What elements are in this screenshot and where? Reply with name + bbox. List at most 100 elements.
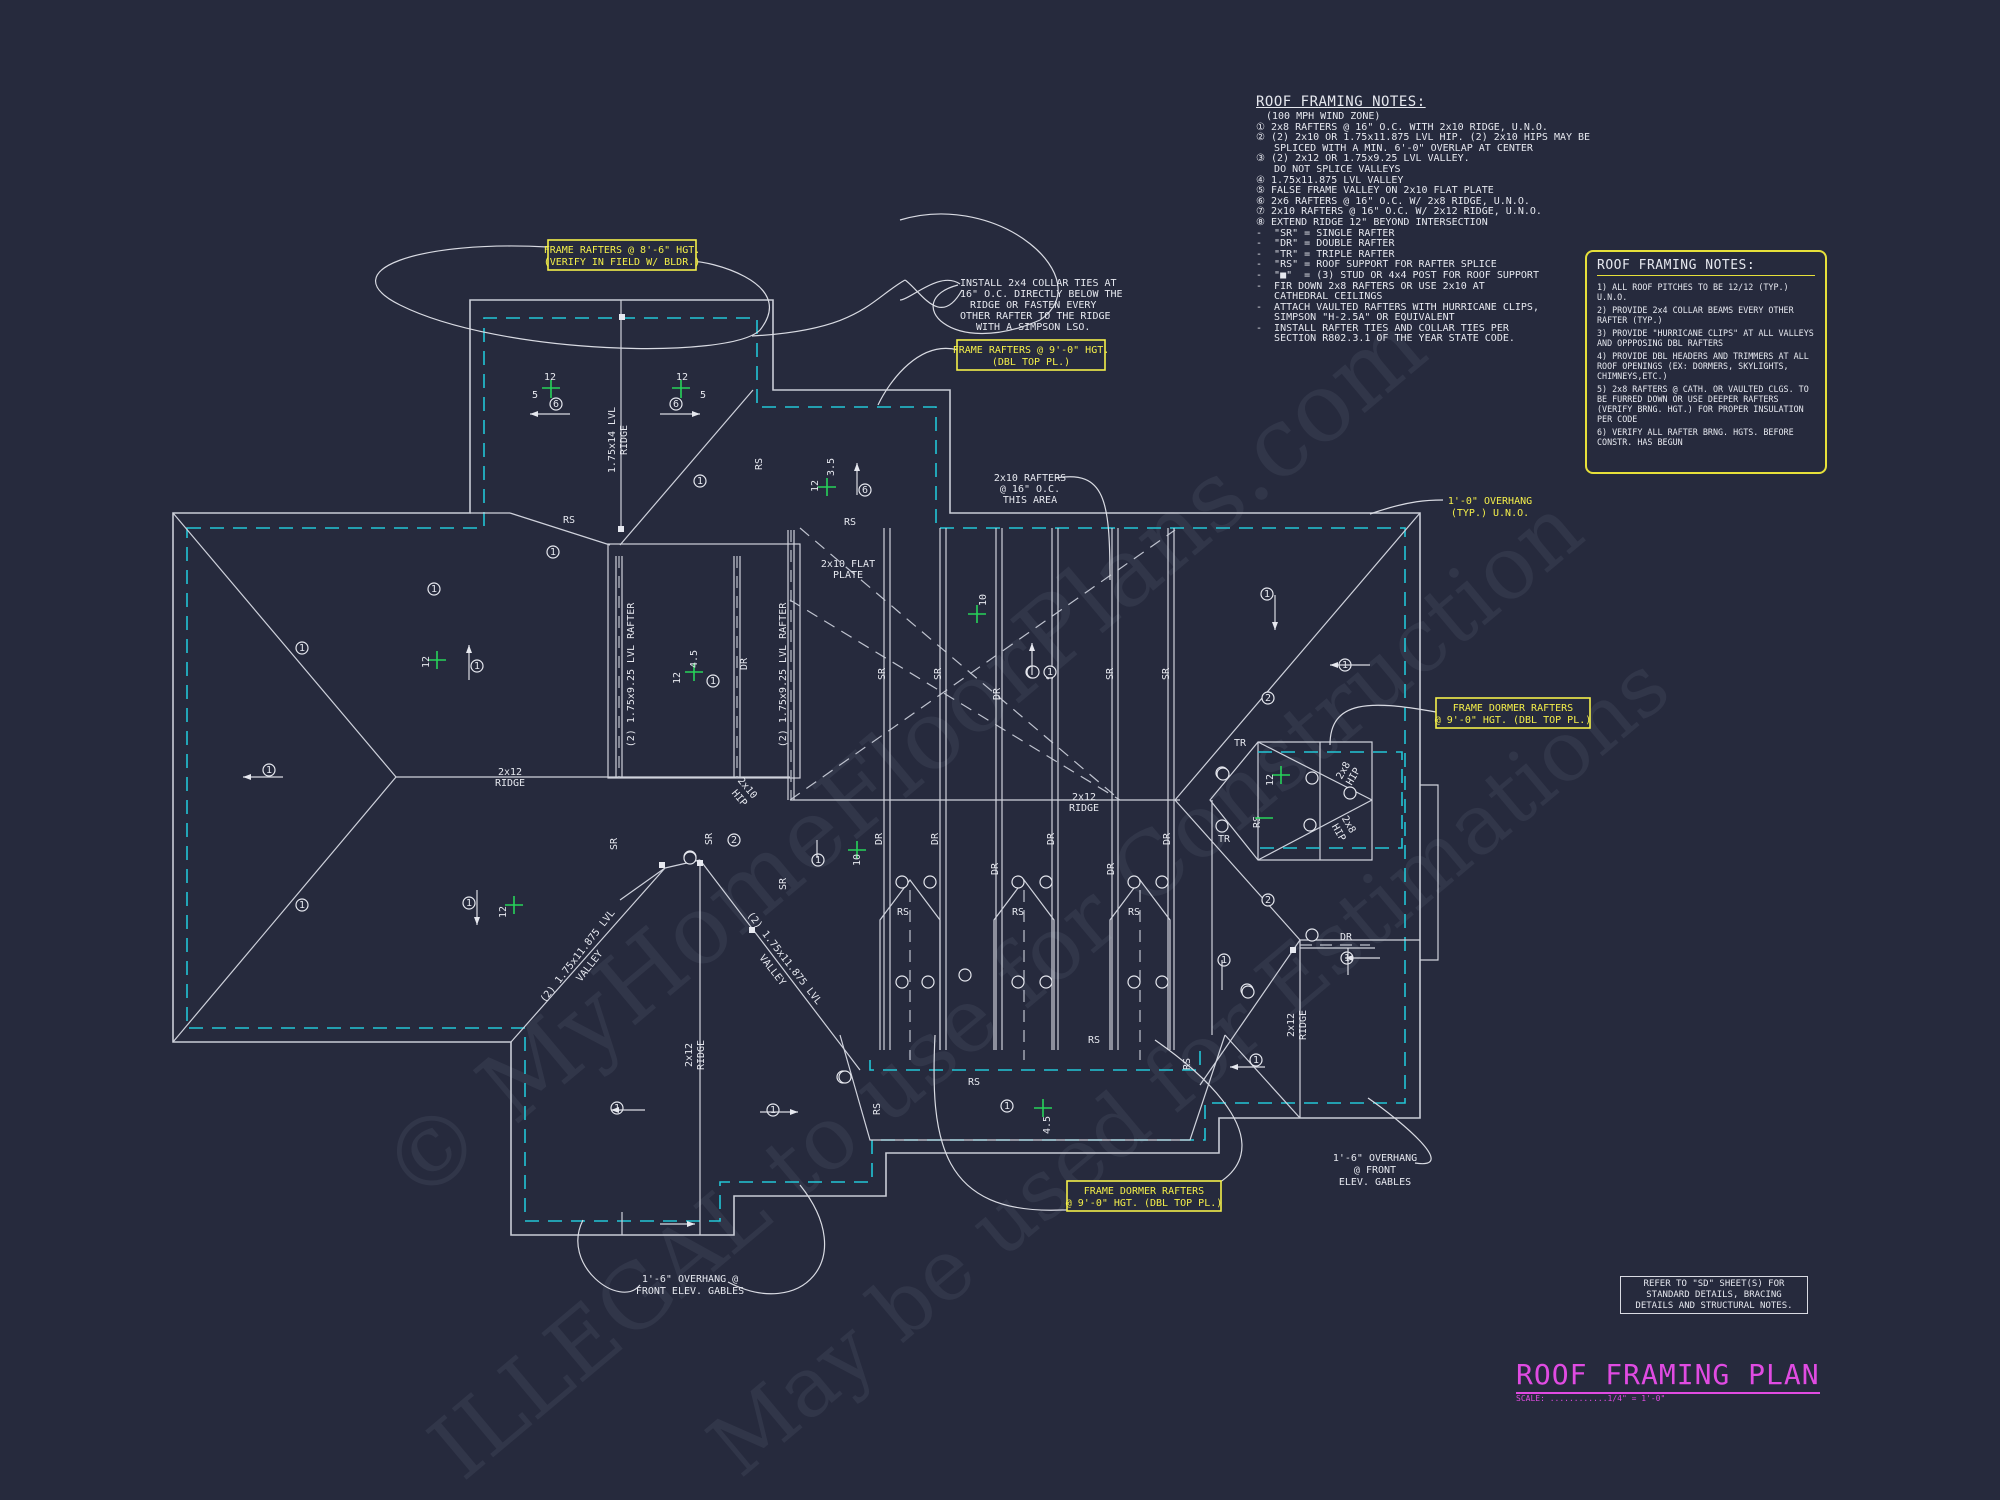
svg-text:RIDGE: RIDGE <box>1069 803 1099 814</box>
refer-note-line: STANDARD DETAILS, BRACING <box>1646 1290 1782 1300</box>
svg-text:2: 2 <box>1265 895 1271 906</box>
svg-text:RIDGE: RIDGE <box>1298 1010 1309 1040</box>
note-line: - ATTACH VAULTED RAFTERS WITH HURRICANE … <box>1256 301 1539 313</box>
svg-text:3.5: 3.5 <box>826 458 837 476</box>
svg-text:FRONT ELEV. GABLES: FRONT ELEV. GABLES <box>636 1286 744 1297</box>
svg-text:SR: SR <box>778 877 789 890</box>
callout-frame-rafters-86: FRAME RAFTERS @ 8'-6" HGT. (VERIFY IN FI… <box>544 239 700 271</box>
bottom-dormers <box>839 800 1301 1141</box>
plan-title: ROOF FRAMING PLAN <box>1516 1358 1820 1394</box>
svg-text:(2) 1.75x11.875 LVL: (2) 1.75x11.875 LVL <box>538 908 617 1005</box>
roof-framing-notes-title: ROOF FRAMING NOTES: <box>1256 94 1426 110</box>
svg-text:SR: SR <box>877 667 888 680</box>
plan-scale: SCALE: ............1/4" = 1'-0" <box>1516 1394 1666 1403</box>
svg-text:12: 12 <box>421 656 432 668</box>
svg-text:12: 12 <box>498 906 509 918</box>
svg-text:DR: DR <box>1340 932 1353 943</box>
svg-text:2x12: 2x12 <box>1286 1013 1297 1037</box>
roof-support-posts <box>618 314 1296 953</box>
svg-text:12: 12 <box>810 480 821 492</box>
svg-text:TR: TR <box>1234 738 1247 749</box>
svg-text:RS: RS <box>1128 907 1140 918</box>
svg-text:2x10 FLAT: 2x10 FLAT <box>821 559 875 570</box>
svg-text:RS: RS <box>1012 907 1024 918</box>
note-collar-ties: INSTALL 2x4 COLLAR TIES AT 16" O.C. DIRE… <box>960 278 1123 333</box>
overhang-dashed-line <box>186 317 1406 1222</box>
svg-text:(TYP.) U.N.O.: (TYP.) U.N.O. <box>1451 508 1529 519</box>
refer-note-line: REFER TO "SD" SHEET(S) FOR <box>1643 1279 1785 1289</box>
svg-text:1: 1 <box>1221 955 1227 966</box>
svg-text:RS: RS <box>754 458 765 470</box>
svg-text:RIDGE: RIDGE <box>619 425 630 455</box>
svg-text:10: 10 <box>978 594 989 606</box>
note-line: SIMPSON "H-2.5A" OR EQUIVALENT <box>1256 312 1455 324</box>
refer-sd-sheet-note: REFER TO "SD" SHEET(S) FOR STANDARD DETA… <box>1620 1276 1808 1314</box>
note-line: 6) VERIFY ALL RAFTER BRNG. HGTS. BEFORE … <box>1597 427 1794 447</box>
svg-text:5: 5 <box>700 390 706 401</box>
svg-text:@ 16" O.C.: @ 16" O.C. <box>1000 484 1060 495</box>
svg-text:RS: RS <box>897 907 909 918</box>
front-gable-roof <box>510 859 861 1235</box>
svg-text:2: 2 <box>1265 693 1271 704</box>
svg-text:RS: RS <box>844 517 856 528</box>
svg-text:1: 1 <box>431 584 437 595</box>
svg-text:1: 1 <box>266 765 272 776</box>
svg-text:RS: RS <box>1252 816 1263 828</box>
note-line: - INSTALL RAFTER TIES AND COLLAR TIES PE… <box>1256 322 1509 334</box>
svg-text:DR: DR <box>990 862 1001 875</box>
note-line: ③ (2) 2x12 OR 1.75x9.25 LVL VALLEY. <box>1256 153 1470 165</box>
note-line: 3) PROVIDE "HURRICANE CLIPS" AT ALL VALL… <box>1597 328 1814 348</box>
svg-text:DR: DR <box>874 832 885 845</box>
svg-text:DR: DR <box>992 687 1003 700</box>
note-2x10-rafters: 2x10 RAFTERS @ 16" O.C. THIS AREA <box>994 473 1066 506</box>
note-line: ⑦ 2x10 RAFTERS @ 16" O.C. W/ 2x12 RIDGE,… <box>1256 206 1542 218</box>
note-line: ⑥ 2x6 RAFTERS @ 16" O.C. W/ 2x8 RIDGE, U… <box>1256 195 1530 207</box>
note-line: ② (2) 2x10 OR 1.75x11.875 LVL HIP. (2) 2… <box>1256 132 1591 144</box>
roof-outline <box>172 299 1421 1236</box>
svg-text:1: 1 <box>550 547 556 558</box>
svg-text:RS: RS <box>1088 1035 1100 1046</box>
svg-text:DR: DR <box>930 832 941 845</box>
svg-text:OTHER RAFTER TO THE RIDGE: OTHER RAFTER TO THE RIDGE <box>960 311 1111 322</box>
svg-text:@ 9'-0" HGT. (DBL TOP PL.): @ 9'-0" HGT. (DBL TOP PL.) <box>1435 715 1592 726</box>
note-line: - "SR" = SINGLE RAFTER <box>1256 227 1395 239</box>
svg-text:1.75x14 LVL: 1.75x14 LVL <box>607 407 618 473</box>
double-rafter-hatch <box>1300 944 1375 949</box>
svg-text:TR: TR <box>1218 834 1231 845</box>
svg-text:6: 6 <box>553 399 559 410</box>
svg-text:DR: DR <box>1162 832 1173 845</box>
svg-text:12: 12 <box>1265 774 1276 786</box>
svg-text:(DBL TOP PL.): (DBL TOP PL.) <box>992 357 1070 368</box>
svg-text:4.5: 4.5 <box>689 650 700 668</box>
svg-text:PLATE: PLATE <box>833 570 863 581</box>
callout-frame-dormer-right: FRAME DORMER RAFTERS @ 9'-0" HGT. (DBL T… <box>1435 697 1592 729</box>
pitch-marks: 12 5 12 5 12 3.5 12 12 4.5 10 10 12 12 4… <box>421 372 1290 1134</box>
svg-text:1'-6" OVERHANG @: 1'-6" OVERHANG @ <box>642 1274 738 1285</box>
roof-framing-notes-list: (100 MPH WIND ZONE) ① 2x8 RAFTERS @ 16" … <box>1256 111 1591 345</box>
right-dormer <box>1209 741 1439 961</box>
svg-text:1: 1 <box>770 1105 776 1116</box>
roof-framing-notes-box-title: ROOF FRAMING NOTES: <box>1597 258 1815 276</box>
note-line: 4) PROVIDE DBL HEADERS AND TRIMMERS AT A… <box>1597 351 1809 381</box>
rafter-direction-arrows <box>243 411 1380 1227</box>
svg-text:SR: SR <box>609 837 620 850</box>
svg-text:10: 10 <box>852 854 863 866</box>
note-line: - "■" = (3) STUD OR 4x4 POST FOR ROOF SU… <box>1256 269 1539 281</box>
svg-text:DR: DR <box>1046 832 1057 845</box>
note-line: ① 2x8 RAFTERS @ 16" O.C. WITH 2x10 RIDGE… <box>1256 121 1548 133</box>
svg-text:RIDGE OR FASTEN EVERY: RIDGE OR FASTEN EVERY <box>970 300 1096 311</box>
svg-text:1: 1 <box>1253 1055 1259 1066</box>
note-line: - FIR DOWN 2x8 RAFTERS OR USE 2x10 AT <box>1256 280 1485 292</box>
svg-text:2x12: 2x12 <box>684 1043 695 1067</box>
svg-text:@ FRONT: @ FRONT <box>1354 1165 1396 1176</box>
leader-lines <box>375 213 1444 1295</box>
svg-text:12: 12 <box>672 672 683 684</box>
svg-text:6: 6 <box>673 399 679 410</box>
roof-framing-notes-box: ROOF FRAMING NOTES: 1) ALL ROOF PITCHES … <box>1585 250 1827 474</box>
callout-frame-rafters-90: FRAME RAFTERS @ 9'-0" HGT. (DBL TOP PL.) <box>953 339 1109 371</box>
svg-text:(2) 1.75x9.25 LVL RAFTER: (2) 1.75x9.25 LVL RAFTER <box>626 602 637 747</box>
note-line: ⑧ EXTEND RIDGE 12" BEYOND INTERSECTION <box>1256 216 1488 228</box>
svg-text:1: 1 <box>1047 667 1053 678</box>
svg-text:1: 1 <box>299 900 305 911</box>
